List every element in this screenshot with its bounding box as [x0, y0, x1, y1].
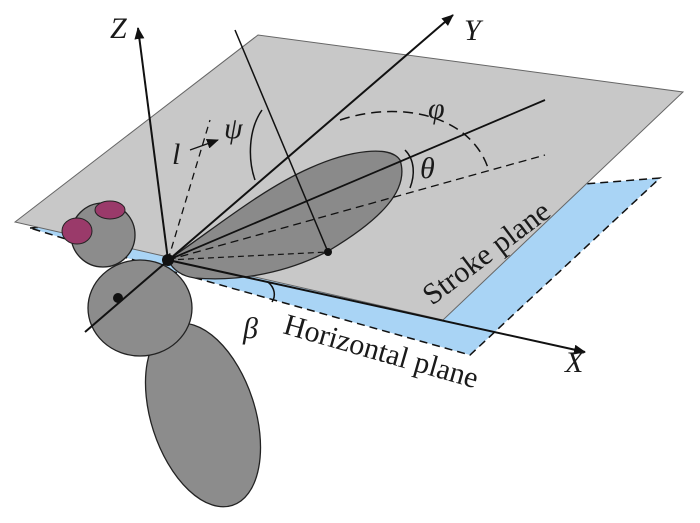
axis-z-label: Z	[110, 12, 127, 45]
wing-chord-dashed-line	[167, 251, 329, 261]
axis-x-label: X	[564, 346, 585, 379]
thorax	[87, 259, 193, 357]
wing	[167, 150, 403, 280]
axis-y-label: Y	[464, 14, 484, 47]
eye-left	[61, 217, 93, 245]
beta-label: β	[242, 312, 258, 345]
wing-center-point	[324, 248, 332, 256]
body-axis-l-line	[167, 119, 211, 261]
wing-pitch-line	[234, 29, 329, 253]
l-label: l	[172, 138, 180, 171]
theta-arc	[404, 149, 415, 189]
phi-label: φ	[428, 92, 445, 125]
wing-span-line	[167, 99, 546, 261]
wing-root-point	[162, 254, 174, 266]
l-pointer	[189, 138, 219, 151]
body-center-point	[113, 293, 123, 303]
phi-arc	[339, 110, 489, 169]
axis-z-line	[134, 27, 169, 261]
theta-label: θ	[420, 152, 435, 185]
beta-arc	[267, 281, 276, 303]
stroke-plane-reference-line	[167, 154, 546, 261]
eye-right	[94, 200, 126, 220]
psi-arc	[249, 109, 263, 181]
axis-y-line	[84, 14, 454, 333]
axis-x-line	[167, 259, 586, 355]
psi-label: ψ	[224, 112, 244, 145]
